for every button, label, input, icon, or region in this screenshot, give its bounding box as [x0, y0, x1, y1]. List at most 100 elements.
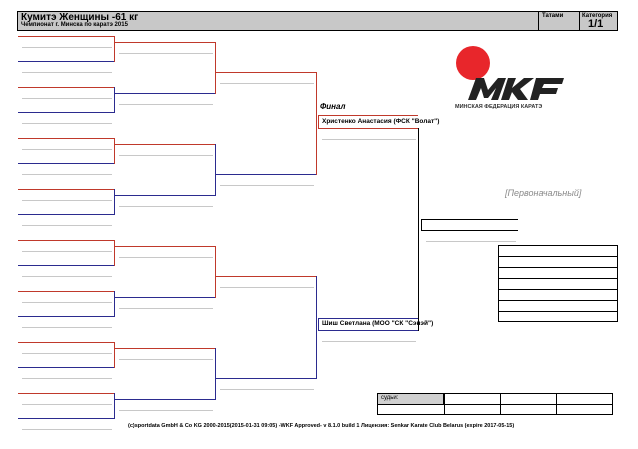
round1-connector [114, 36, 115, 62]
round1-red-subline [22, 149, 112, 150]
round1-connector [114, 138, 115, 164]
round2-slot [115, 195, 215, 196]
winner-top [421, 219, 518, 220]
final-blue-subline [322, 341, 416, 342]
round2-connector [215, 246, 216, 298]
winner-bottom [421, 230, 518, 231]
tatami-cell: Татами [538, 12, 579, 30]
round1-blue-slot [18, 112, 114, 113]
round2-subline [119, 257, 213, 258]
round1-blue-slot [18, 265, 114, 266]
results-table [498, 245, 618, 322]
status-text: [Первоначальный] [505, 188, 582, 198]
mkf-logo-icon [456, 46, 564, 100]
round1-red-slot [18, 138, 114, 139]
round1-red-subline [22, 251, 112, 252]
judges-col-line [556, 394, 557, 414]
round2-subline [119, 410, 213, 411]
round1-connector [114, 393, 115, 419]
round1-red-slot [18, 393, 114, 394]
round2-subline [119, 155, 213, 156]
final-red-side [318, 115, 319, 129]
round2-connector [215, 42, 216, 94]
round2-slot [115, 297, 215, 298]
round1-red-subline [22, 47, 112, 48]
round1-red-subline [22, 404, 112, 405]
round2-subline [119, 359, 213, 360]
final-label: Финал [320, 102, 346, 111]
round1-red-slot [18, 240, 114, 241]
round1-connector [114, 189, 115, 215]
round3-subline [220, 287, 314, 288]
round3-slot [216, 378, 316, 379]
round2-slot [115, 348, 215, 349]
category-cell: Категория 1/1 [579, 12, 619, 30]
judges-divider [378, 404, 612, 405]
round1-blue-slot [18, 163, 114, 164]
round1-connector [114, 87, 115, 113]
round1-red-slot [18, 36, 114, 37]
final-red-bottom [318, 128, 418, 129]
round1-blue-subline [22, 378, 112, 379]
round2-subline [119, 53, 213, 54]
final-blue-top [318, 318, 418, 319]
round1-red-subline [22, 98, 112, 99]
round2-connector [215, 144, 216, 196]
logo-org-name: МИНСКАЯ ФЕДЕРАЦИЯ КАРАТЭ [455, 104, 543, 110]
category-label: Категория [582, 13, 613, 19]
final-red-top [318, 115, 418, 116]
round3-connector [316, 276, 317, 379]
round1-blue-slot [18, 316, 114, 317]
winner-side [421, 219, 422, 231]
round2-slot [115, 246, 215, 247]
round3-subline [220, 83, 314, 84]
winner-subline [426, 241, 516, 242]
round3-subline [220, 185, 314, 186]
footer-copyright: (c)sportdata GmbH & Co KG 2000-2015(2015… [128, 423, 515, 429]
round2-subline [119, 206, 213, 207]
results-row [499, 290, 617, 301]
round1-red-slot [18, 291, 114, 292]
judges-label-cell: судьи: [378, 394, 444, 404]
round3-slot [216, 174, 316, 175]
judges-col-line [444, 394, 445, 414]
round1-red-slot [18, 87, 114, 88]
page-title: Кумитэ Женщины -61 кг [21, 12, 139, 23]
round2-slot [115, 399, 215, 400]
round1-blue-subline [22, 72, 112, 73]
page-subtitle: Чемпионат г. Минска по каратэ 2015 [21, 22, 128, 28]
round3-slot [216, 72, 316, 73]
round2-slot [115, 42, 215, 43]
judges-table: судьи: [377, 393, 613, 415]
header-bar: Кумитэ Женщины -61 кг Чемпионат г. Минск… [17, 11, 618, 31]
mkf-logo [446, 44, 594, 116]
round1-blue-slot [18, 214, 114, 215]
round1-blue-slot [18, 367, 114, 368]
final-connector [418, 128, 419, 331]
round1-red-slot [18, 189, 114, 190]
final-red-subline [322, 139, 416, 140]
category-value: 1/1 [588, 18, 604, 30]
final-blue-side [318, 318, 319, 331]
judges-col-line [500, 394, 501, 414]
round1-blue-subline [22, 429, 112, 430]
finalist-bottom[interactable]: Шиш Светлана (МОО "СК "Сэнэй") [322, 320, 434, 327]
round1-blue-subline [22, 276, 112, 277]
round1-blue-slot [18, 61, 114, 62]
round2-connector [215, 348, 216, 400]
round1-blue-slot [18, 418, 114, 419]
finalist-top[interactable]: Христенко Анастасия (ФСК "Волат") [322, 118, 440, 125]
results-row [499, 257, 617, 268]
round1-connector [114, 291, 115, 317]
round1-connector [114, 342, 115, 368]
round3-subline [220, 389, 314, 390]
round1-blue-subline [22, 174, 112, 175]
final-blue-bottom [318, 330, 418, 331]
round1-blue-subline [22, 225, 112, 226]
round1-red-subline [22, 200, 112, 201]
round1-red-subline [22, 302, 112, 303]
round2-subline [119, 308, 213, 309]
tatami-label: Татами [542, 13, 564, 19]
round1-red-subline [22, 353, 112, 354]
round1-blue-subline [22, 123, 112, 124]
